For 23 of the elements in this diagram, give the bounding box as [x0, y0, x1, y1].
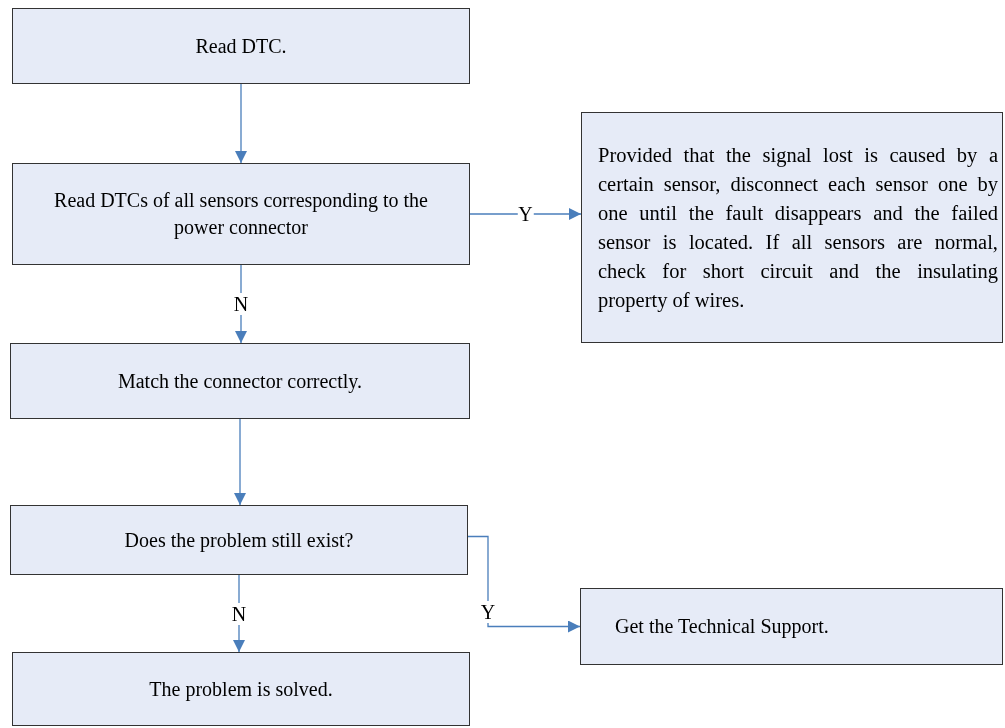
box-text: The problem is solved. — [149, 676, 333, 703]
arrow — [469, 208, 582, 220]
box-text: Read DTC. — [195, 33, 287, 59]
arrow — [233, 574, 245, 653]
box-text: Get the Technical Support. — [615, 614, 829, 640]
process-box — [581, 112, 1003, 343]
edge-label: N — [232, 293, 250, 315]
process-box — [10, 505, 468, 575]
box-text: Read DTCs of all sensors corresponding to the power connector — [53, 188, 429, 241]
arrow — [467, 535, 581, 633]
box-text: Provided that the signal lost is caused by a certain sensor, disconnect each sensor one by one until the fault disappears and the failed sensor is located. If all sensors are normal, check for short circuit and the insulating property of wires. — [598, 142, 998, 314]
arrow — [235, 264, 247, 344]
process-box — [12, 163, 470, 265]
box-text: Match the connector correctly. — [117, 368, 363, 395]
box-text: Does the problem still exist? — [124, 527, 354, 554]
process-box — [12, 652, 470, 726]
edge-label: Y — [479, 600, 497, 623]
process-box — [12, 8, 470, 84]
arrow — [235, 83, 247, 164]
process-box — [10, 343, 470, 419]
edge-label: N — [230, 602, 248, 625]
arrow — [234, 418, 246, 506]
process-box — [580, 588, 1003, 665]
